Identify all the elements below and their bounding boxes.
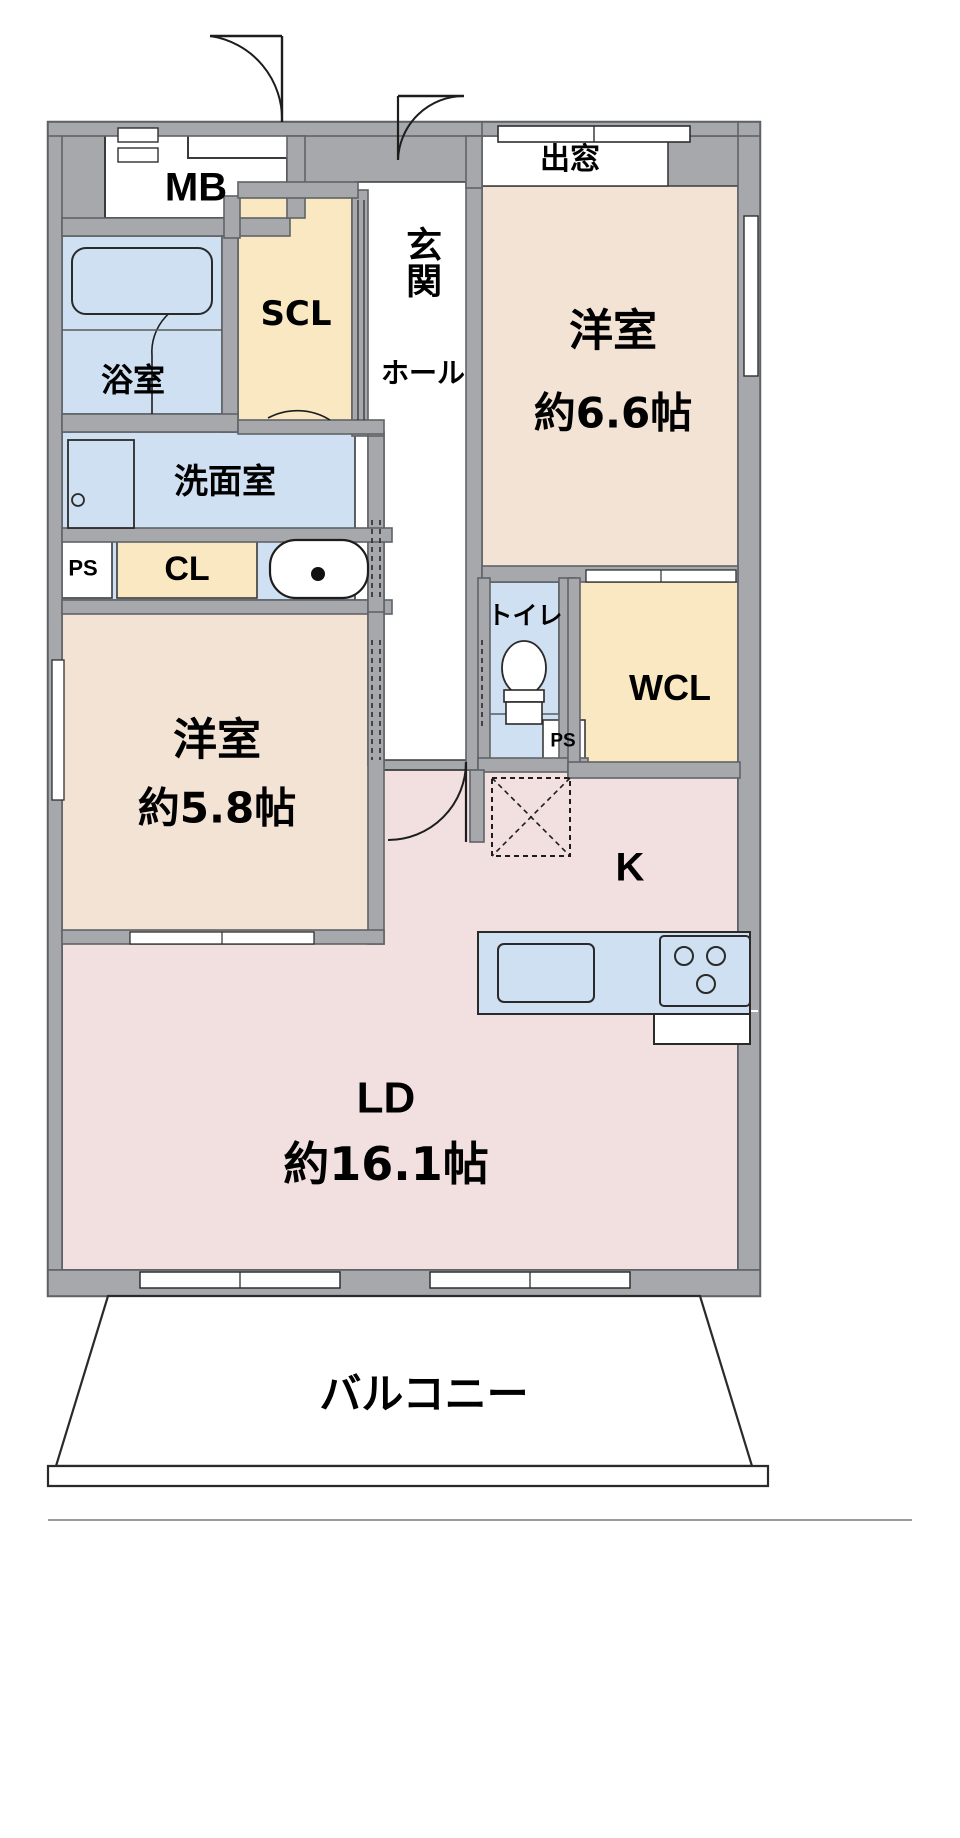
room-label-bedroom-west-name: 洋室 — [173, 714, 261, 766]
room-label-ld-size: 約16.1帖 — [283, 1137, 489, 1192]
room-label-ld-name: LD — [356, 1073, 416, 1123]
room-cl — [116, 539, 258, 599]
room-label-wcl: WCL — [629, 666, 711, 708]
room-label-bath: 浴室 — [100, 361, 166, 400]
bathtub — [71, 247, 213, 315]
room-label-scl: SCL — [260, 293, 332, 334]
sliding-doors — [357, 200, 483, 760]
windows — [51, 125, 759, 1289]
fixtures — [62, 247, 751, 1045]
range-hood — [653, 1013, 751, 1045]
room-label-bedroom-west-size: 約5.8帖 — [137, 783, 297, 833]
room-label-balcony: バルコニー — [319, 1369, 529, 1419]
room-label-hall: ホール — [380, 356, 466, 390]
room-label-mb: MB — [164, 165, 228, 210]
room-label-ps-left: PS — [68, 555, 98, 581]
room-label-bedroom-north-size: 約6.6帖 — [533, 388, 693, 438]
room-label-genkan: 玄関 — [400, 226, 442, 298]
washbasin — [67, 439, 135, 529]
doors — [151, 34, 468, 842]
kitchen-sink — [497, 943, 595, 1003]
gas-stove — [659, 935, 751, 1007]
refrigerator-space — [491, 777, 571, 857]
room-label-washroom: 洗面室 — [174, 461, 276, 502]
room-label-ps-mid: PS — [550, 730, 576, 752]
balcony-area — [46, 1294, 912, 1521]
room-label-kitchen: K — [615, 845, 645, 890]
room-bedroom-north — [481, 185, 739, 571]
room-label-bedroom-north-name: 洋室 — [569, 305, 657, 357]
room-label-toilet: トイレ — [487, 601, 563, 630]
room-bedroom-west — [61, 611, 381, 943]
toilet-bowl — [501, 640, 547, 696]
room-ps-left — [61, 539, 113, 599]
room-label-bay-window: 出窓 — [540, 142, 600, 178]
room-label-cl: CL — [164, 549, 210, 588]
